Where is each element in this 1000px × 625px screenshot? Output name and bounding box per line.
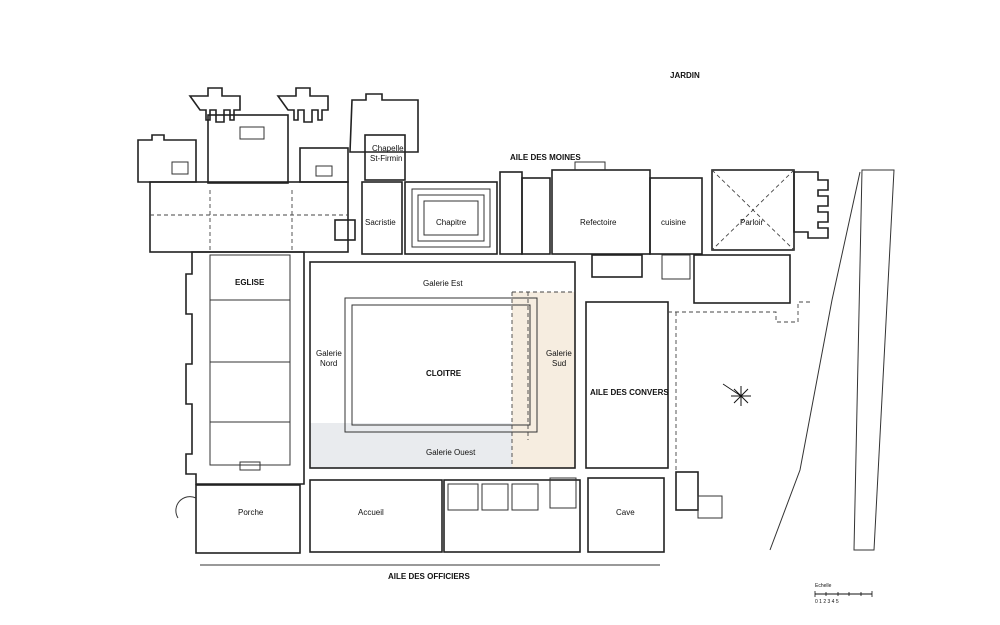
label-galerie-sud-2: Sud — [552, 359, 566, 368]
label-parloir: Parloir — [740, 218, 763, 227]
boundary-wall-line — [769, 171, 861, 551]
label-st-firmin: St-Firmin — [370, 154, 402, 163]
label-aile-convers: AILE DES CONVERS — [590, 388, 669, 397]
label-eglise: EGLISE — [235, 278, 265, 287]
scale-bar — [814, 591, 873, 597]
label-galerie-sud-1: Galerie — [546, 349, 572, 358]
label-galerie-nord-1: Galerie — [316, 349, 342, 358]
label-jardin: JARDIN — [670, 71, 700, 80]
label-accueil: Accueil — [358, 508, 384, 517]
eglise-structure — [137, 87, 349, 485]
label-sacristie: Sacristie — [365, 218, 396, 227]
label-refectoire: Refectoire — [580, 218, 617, 227]
label-echelle: Echelle — [815, 583, 832, 589]
aile-convers-structure — [585, 301, 810, 519]
label-cave: Cave — [616, 508, 635, 517]
label-cloitre: CLOITRE — [426, 369, 462, 378]
compass-rose-icon — [722, 383, 751, 406]
label-porche: Porche — [238, 508, 264, 517]
label-chapitre: Chapitre — [436, 218, 467, 227]
label-galerie-nord-2: Nord — [320, 359, 337, 368]
galerie-sud-highlight — [512, 292, 575, 468]
label-chapelle: Chapelle — [372, 144, 404, 153]
boundary-wall — [853, 169, 895, 551]
label-aile-moines: AILE DES MOINES — [510, 153, 581, 162]
label-galerie-est: Galerie Est — [423, 279, 463, 288]
label-aile-officiers: AILE DES OFFICIERS — [388, 572, 470, 581]
label-galerie-ouest: Galerie Ouest — [426, 448, 476, 457]
aile-moines-structure — [334, 93, 829, 304]
cloitre-structure — [309, 261, 576, 469]
label-cuisine: cuisine — [661, 218, 686, 227]
aile-officiers-structure — [175, 477, 665, 566]
label-scale-ticks: 0 1 2 3 4 5 — [815, 599, 839, 605]
